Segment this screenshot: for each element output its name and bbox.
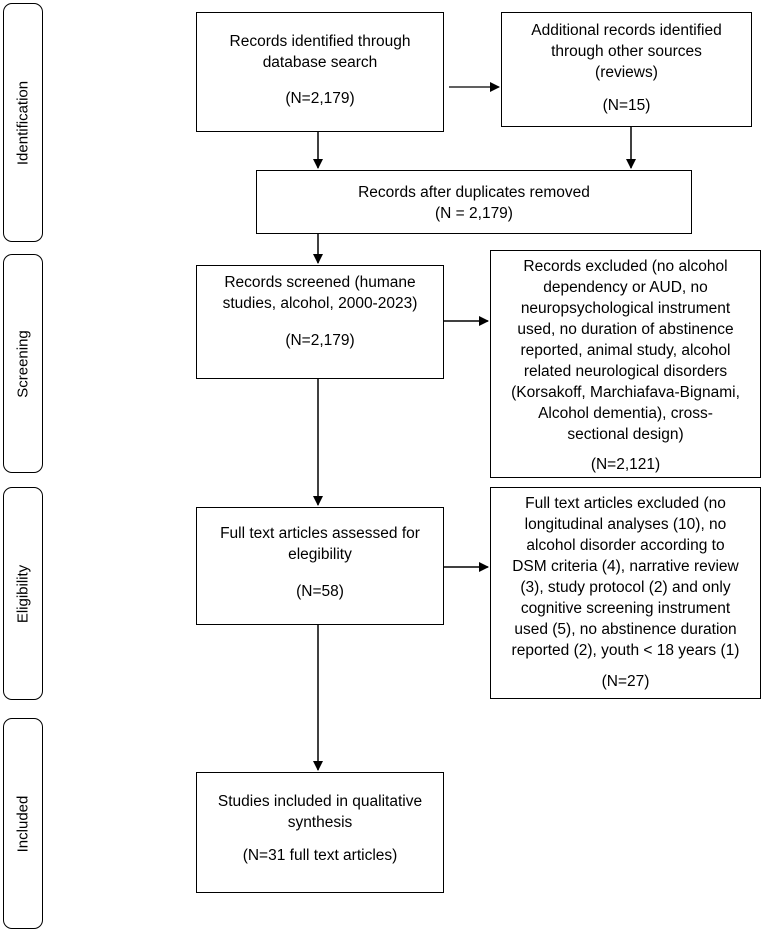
phase-screening: Screening [3,254,43,473]
included-text: Studies included in qualitative synthesi… [217,793,423,831]
phase-eligibility: Eligibility [3,487,43,700]
full-text-text: Full text articles assessed for elegibil… [220,525,420,563]
duplicates-removed-text: Records after duplicates removed (N = 2,… [358,184,590,222]
phase-identification: Identification [3,3,43,242]
included-box: Studies included in qualitative synthesi… [196,772,444,893]
db-search-box: Records identified through database sear… [196,12,444,132]
excluded-records-box: Records excluded (no alcohol dependency … [490,250,761,478]
db-search-count: (N=2,179) [285,90,355,107]
duplicates-removed-box: Records after duplicates removed (N = 2,… [256,170,692,234]
db-search-text: Records identified through database sear… [229,33,411,71]
full-text-excluded-text: Full text articles excluded (no longitud… [511,495,740,659]
screened-count: (N=2,179) [285,332,355,349]
full-text-excluded-box: Full text articles excluded (no longitud… [490,487,761,699]
other-sources-text: Additional records identified through ot… [531,22,722,81]
screened-text: Records screened (humane studies, alcoho… [222,274,418,312]
excluded-records-text: Records excluded (no alcohol dependency … [511,258,740,443]
other-sources-box: Additional records identified through ot… [501,12,752,127]
phase-included: Included [3,718,43,929]
included-count: (N=31 full text articles) [242,847,398,864]
excluded-records-count: (N=2,121) [590,456,661,473]
other-sources-count: (N=15) [602,97,651,114]
screened-box: Records screened (humane studies, alcoho… [196,265,444,379]
full-text-count: (N=58) [296,583,344,600]
full-text-excluded-count: (N=27) [601,673,650,690]
full-text-box: Full text articles assessed for elegibil… [196,507,444,625]
